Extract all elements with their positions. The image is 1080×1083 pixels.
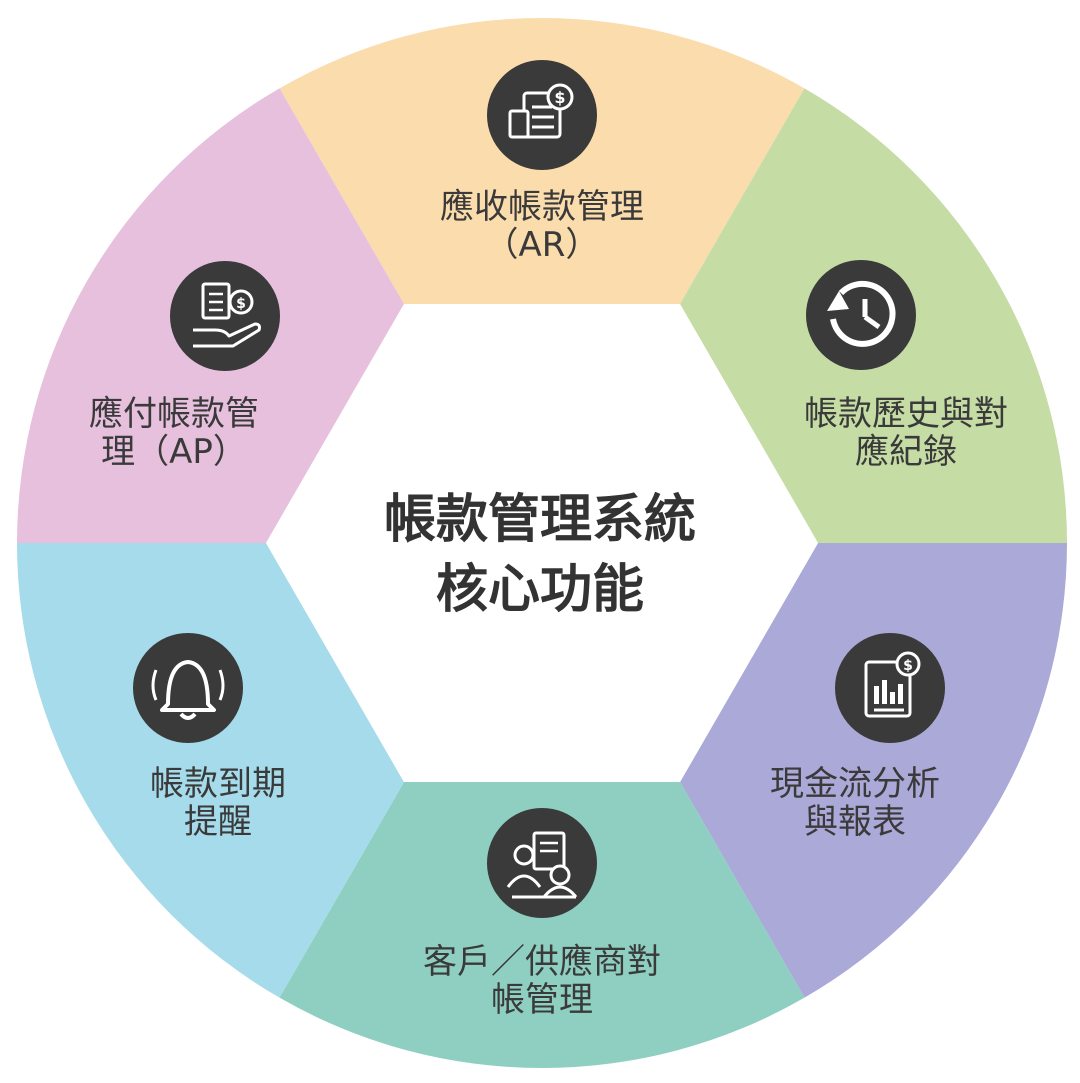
segment-label-reconcile: 客戶／供應商對 帳管理 <box>423 943 661 1019</box>
center-title: 帳款管理系統 核心功能 <box>384 485 696 625</box>
center-hexagon <box>266 303 818 783</box>
segment-label-line: 客戶／供應商對 <box>423 942 661 982</box>
payment-hand-icon: $ <box>170 261 280 371</box>
segment-label-line: 現金流分析 <box>770 764 940 804</box>
segment-label-ar: 應收帳款管理 （AR） <box>440 188 644 264</box>
svg-text:$: $ <box>236 296 246 312</box>
segment-label-cashflow: 現金流分析 與報表 <box>770 765 940 841</box>
segment-reconcile <box>279 782 805 1068</box>
segment-label-line: 提醒 <box>184 802 252 842</box>
invoice-calculator-icon: $ <box>487 60 597 170</box>
segment-label-line: 帳款歷史與對 <box>804 394 1008 434</box>
segment-label-line: 與報表 <box>804 802 906 842</box>
center-title-line2: 核心功能 <box>435 560 645 620</box>
segment-reminder <box>17 543 404 998</box>
report-chart-icon: $ <box>835 633 945 743</box>
segment-label-line: 應付帳款管 <box>89 394 259 434</box>
segment-label-line: 應收帳款管理 <box>440 187 644 227</box>
segment-label-ap: 應付帳款管 理（AP） <box>89 395 259 471</box>
segment-cashflow <box>680 543 1067 998</box>
segment-label-history: 帳款歷史與對 應紀錄 <box>804 395 1008 471</box>
segment-label-reminder: 帳款到期 提醒 <box>150 765 286 841</box>
segment-label-line: （AR） <box>484 225 600 265</box>
meeting-document-icon <box>487 808 597 918</box>
center-title-line1: 帳款管理系統 <box>383 490 697 550</box>
svg-text:$: $ <box>554 88 565 107</box>
svg-text:$: $ <box>903 658 913 674</box>
segment-label-line: 帳管理 <box>491 980 593 1020</box>
segment-label-line: 理（AP） <box>101 432 247 472</box>
bell-icon <box>133 633 243 743</box>
history-clock-icon <box>806 260 916 370</box>
segment-label-line: 應紀錄 <box>855 432 957 472</box>
segment-label-line: 帳款到期 <box>150 764 286 804</box>
